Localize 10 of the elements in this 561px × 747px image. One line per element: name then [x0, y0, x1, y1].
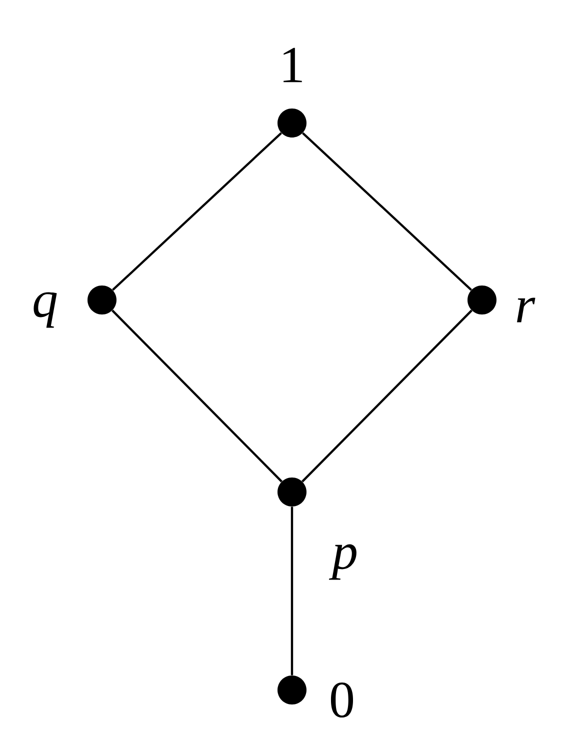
vertex-label: 0 — [330, 682, 354, 718]
vertex-label: q — [34, 292, 57, 328]
vertex-label: r — [516, 298, 536, 322]
line — [302, 132, 472, 291]
line — [112, 132, 282, 291]
line — [290, 506, 294, 676]
vertex-label: p — [328, 544, 356, 580]
vertex-label: 1 — [284, 48, 302, 82]
line — [302, 310, 472, 482]
line — [112, 310, 282, 482]
